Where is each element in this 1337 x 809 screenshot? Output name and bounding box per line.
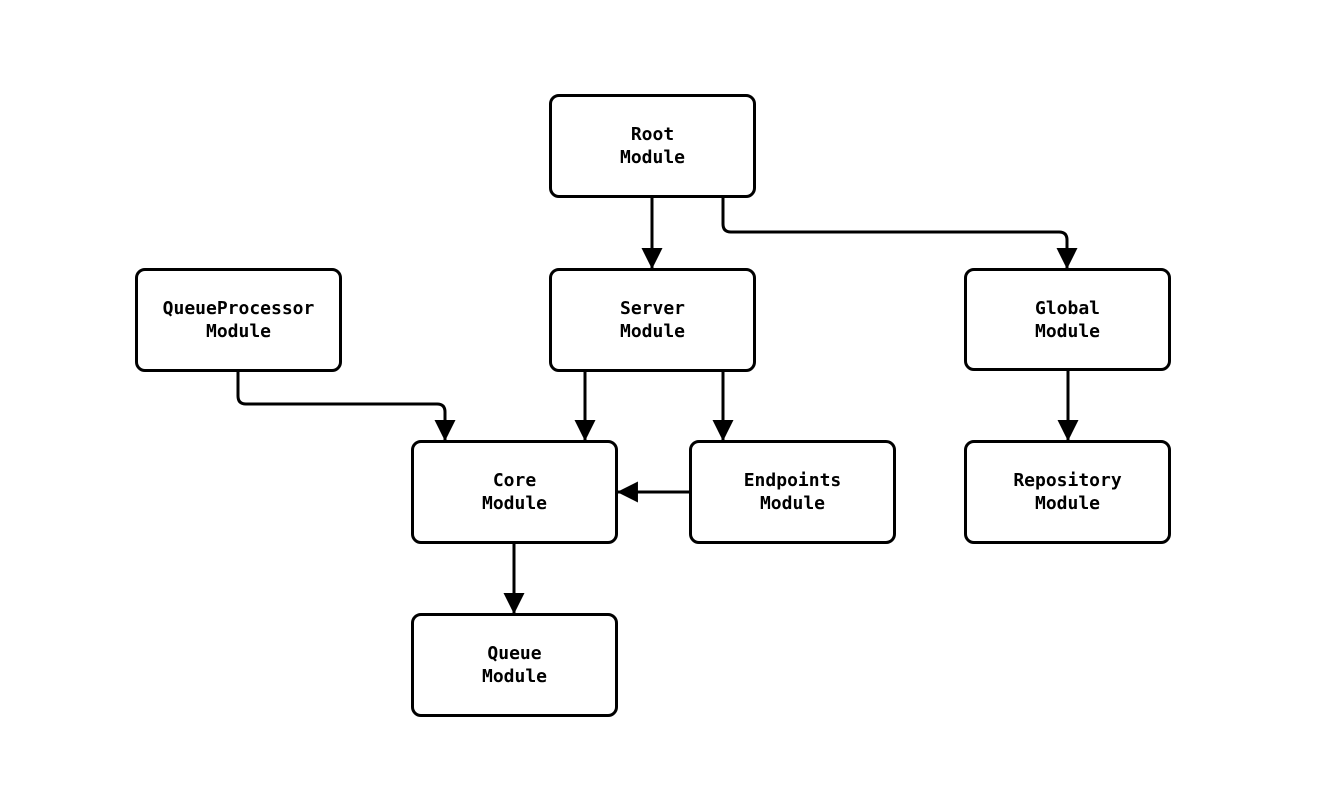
node-label-core: Core Module [481, 470, 548, 514]
node-queue-module: Queue Module [411, 613, 618, 717]
node-label-repository: Repository Module [1013, 470, 1122, 514]
edge-queueprocessor-to-core [236, 372, 456, 442]
node-label-queue: Queue Module [481, 643, 548, 687]
node-queueprocessor-module: QueueProcessor Module [135, 268, 342, 372]
node-root-module: Root Module [549, 94, 756, 198]
node-label-global: Global Module [1034, 297, 1101, 342]
node-server-module: Server Module [549, 268, 756, 372]
node-core-module: Core Module [411, 440, 618, 544]
node-repository-module: Repository Module [964, 440, 1171, 544]
node-label-endpoints: Endpoints Module [743, 470, 842, 514]
node-label-server: Server Module [619, 298, 686, 342]
edge-root-to-global [721, 198, 1078, 270]
node-global-module: Global Module [964, 268, 1171, 371]
node-label-root: Root Module [619, 124, 686, 168]
node-label-queueprocessor: QueueProcessor Module [162, 298, 315, 342]
node-endpoints-module: Endpoints Module [689, 440, 896, 544]
